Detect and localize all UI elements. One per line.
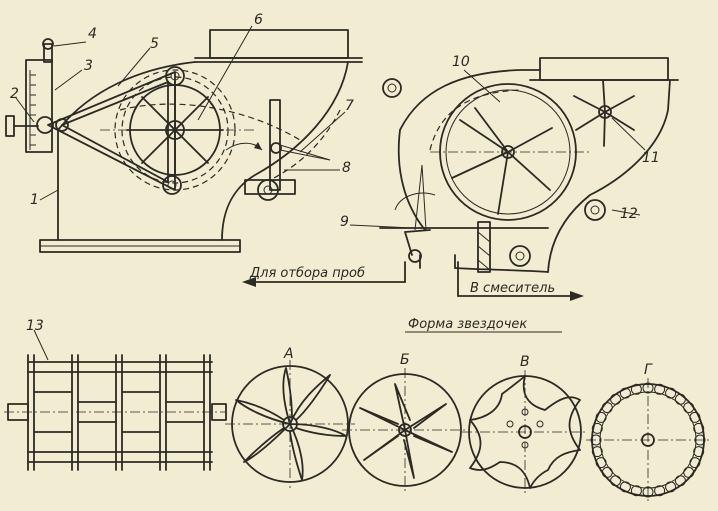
scallop (601, 466, 613, 478)
cage-rotor (4, 329, 227, 471)
callout-3: 3 (84, 58, 93, 74)
scallop (654, 383, 666, 395)
left-damper (225, 99, 331, 201)
callout-5: 5 (150, 36, 159, 52)
scallop (674, 393, 686, 405)
callout-1: 1 (30, 192, 39, 208)
scallop (689, 457, 701, 469)
left-rotor (100, 69, 255, 191)
right-feeder-housing (379, 57, 679, 273)
scallop (610, 475, 622, 487)
callout-9: 9 (340, 214, 349, 230)
right-rotor (430, 83, 590, 221)
scallop (674, 475, 686, 487)
callout-6: 6 (254, 12, 263, 28)
scallop (610, 393, 622, 405)
scallop (689, 411, 701, 423)
scallop (693, 446, 705, 458)
callout-7: 7 (345, 98, 354, 114)
right-pivots (382, 78, 606, 273)
mixer-label: В смеситель (470, 281, 555, 296)
star-wheel-variant-a (225, 360, 355, 488)
callout-4: 4 (88, 26, 97, 42)
drive-lever-arm (47, 66, 185, 195)
scallop (683, 402, 695, 414)
variant-labels: А Б В Г (283, 346, 653, 378)
scallop (619, 387, 631, 399)
scallop (665, 387, 677, 399)
section-title: Форма звездочек (408, 317, 527, 332)
scallop (591, 422, 603, 434)
callout-8: 8 (342, 160, 351, 176)
left-feeder-housing (39, 29, 363, 253)
right-leader-lines (349, 69, 646, 229)
callout-10: 10 (452, 54, 470, 70)
variant-label-g: Г (644, 362, 653, 378)
callout-11: 11 (642, 150, 660, 166)
variant-label-a: А (283, 346, 294, 362)
callout-12: 12 (620, 206, 638, 222)
scallop (595, 411, 607, 423)
star-wheel-variant-v (462, 370, 588, 494)
sampling-label: Для отбора проб (249, 266, 365, 281)
callout-13: 13 (26, 318, 44, 334)
scallop (665, 481, 677, 493)
flow-labels: Для отбора проб В смеситель Форма звездо… (249, 266, 555, 332)
adjusting-screw-assembly (5, 38, 69, 153)
scallop (591, 446, 603, 458)
star-wheel-variant-b (342, 368, 468, 492)
scallop (683, 466, 695, 478)
star-wheel-variant-g (586, 378, 710, 502)
callout-labels: 1 2 3 4 5 6 7 8 9 10 11 12 13 (10, 12, 660, 334)
callout-2: 2 (10, 86, 19, 102)
scallop (619, 481, 631, 493)
right-impeller (573, 79, 635, 147)
scallop (630, 485, 642, 497)
scallop (595, 457, 607, 469)
variant-label-b: Б (400, 352, 410, 368)
scallop (654, 485, 666, 497)
scallop (601, 402, 613, 414)
left-leader-lines (15, 25, 346, 201)
scallop (630, 383, 642, 395)
flow-arrows (242, 261, 584, 333)
scallop (693, 422, 705, 434)
variant-label-v: В (520, 354, 530, 370)
